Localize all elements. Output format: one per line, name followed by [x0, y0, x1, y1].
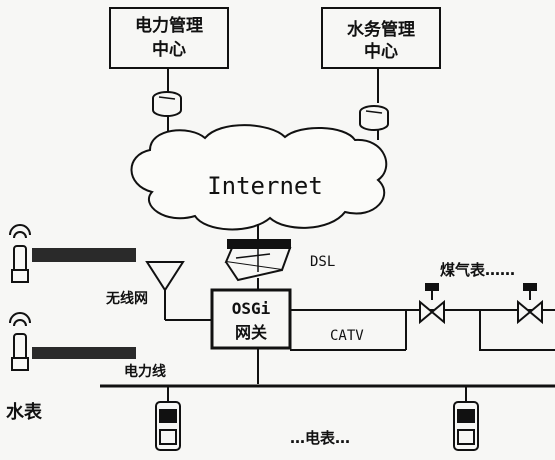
- wireless-net-label: 无线网: [105, 290, 148, 307]
- power-line-label: 电力线: [124, 363, 166, 380]
- gas-valve-icon-1: [419, 283, 445, 325]
- gas-meters-label: 煤气表……: [440, 261, 515, 279]
- water-meter-icon-2: [9, 312, 31, 371]
- water-meter-label: 水表: [6, 401, 43, 423]
- wireless-beam-1: [32, 248, 136, 262]
- catv-label: CATV: [330, 328, 364, 344]
- electric-meter-icon-1: [155, 401, 181, 451]
- osgi-gateway-label-line1: OSGi: [232, 299, 271, 318]
- electric-meter-icon-2: [453, 401, 479, 451]
- water-center-label-line2: 中心: [364, 41, 398, 62]
- gas-valve-icon-2: [517, 283, 543, 325]
- osgi-gateway-label-line2: 网关: [235, 323, 267, 342]
- water-center-label-line1: 水务管理: [347, 19, 415, 40]
- power-center-label-line1: 电力管理: [135, 15, 203, 36]
- router-icon-water: [359, 105, 389, 131]
- internet-label: Internet: [207, 172, 323, 200]
- router-icon-power: [152, 91, 182, 117]
- internet-cloud-shape: [130, 124, 388, 231]
- electric-meters-label: …电表…: [290, 429, 350, 447]
- dsl-label: DSL: [310, 254, 335, 270]
- wireless-beam-2: [32, 347, 136, 359]
- dsl-modem-icon: [224, 239, 292, 282]
- antenna-icon: [145, 261, 212, 321]
- water-meter-icon-1: [9, 224, 31, 283]
- power-center-label-line2: 中心: [152, 39, 186, 60]
- water-center-box: [321, 7, 441, 69]
